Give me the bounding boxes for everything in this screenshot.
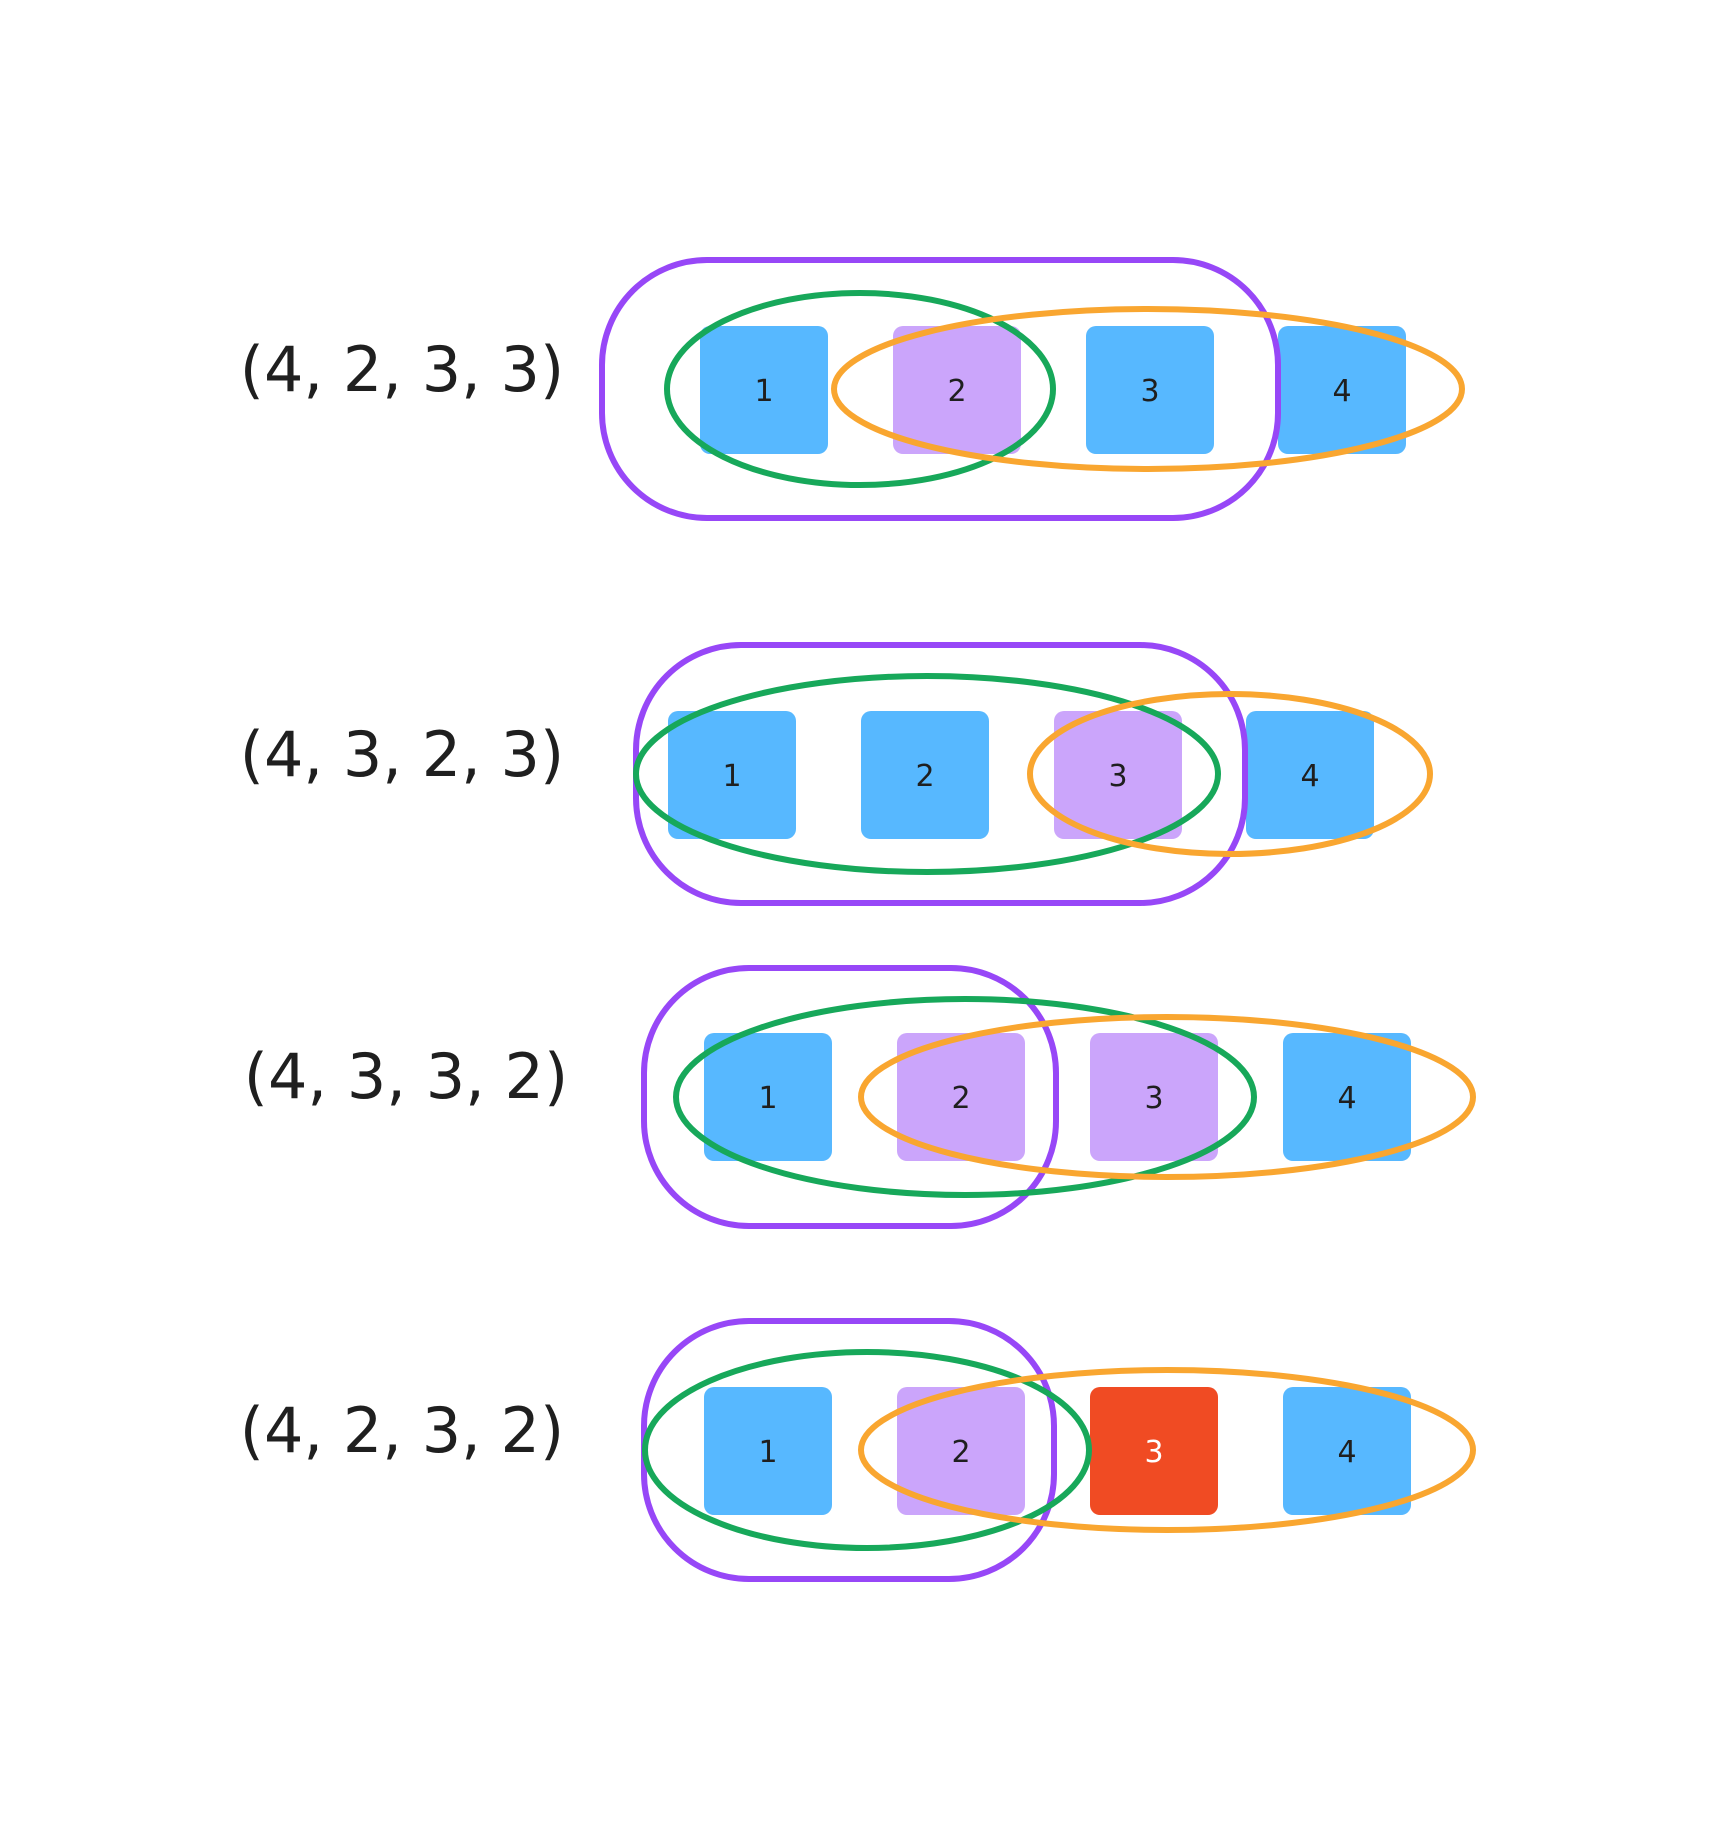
row-1-cell-2-label: 2: [947, 374, 966, 409]
row-2-cell-4-box: [1246, 711, 1374, 839]
row-2-tuple-label: (4, 3, 2, 3): [240, 718, 564, 791]
row-1-cell-1-box: [700, 326, 828, 454]
row-3-cell-4-box: [1283, 1033, 1411, 1161]
row-3-cell-3-label: 3: [1144, 1081, 1163, 1116]
row-4-cell-2-box: [897, 1387, 1025, 1515]
row-3-orange-outline: [858, 1014, 1476, 1180]
row-1-cell-3-box: [1086, 326, 1214, 454]
row-1-cell-4-label: 4: [1332, 374, 1351, 409]
row-1-green-outline: [664, 290, 1056, 488]
row-4-cell-4-box: [1283, 1387, 1411, 1515]
row-3-cell-4-label: 4: [1337, 1081, 1356, 1116]
row-4-cell-1-label: 1: [758, 1435, 777, 1470]
row-3-cell-3-box: [1090, 1033, 1218, 1161]
row-2-cell-2-label: 2: [915, 759, 934, 794]
row-2-orange-outline: [1027, 691, 1433, 857]
row-1: (4, 2, 3, 3) 1 2 3 4: [240, 257, 1465, 521]
row-2-cell-3-box: [1054, 711, 1182, 839]
row-3-cell-2-box: [897, 1033, 1025, 1161]
row-3-cell-1-box: [704, 1033, 832, 1161]
row-3-green-outline: [673, 996, 1257, 1198]
row-4-cell-4-label: 4: [1337, 1435, 1356, 1470]
row-4-cell-3-box: [1090, 1387, 1218, 1515]
row-3-cell-2-label: 2: [951, 1081, 970, 1116]
row-4: (4, 2, 3, 2) 1 2 3 4: [240, 1318, 1476, 1582]
row-4-cell-2-label: 2: [951, 1435, 970, 1470]
row-1-orange-outline: [831, 306, 1465, 472]
row-2-cell-1-label: 1: [722, 759, 741, 794]
row-2-cell-1-box: [668, 711, 796, 839]
row-2-cell-4-label: 4: [1300, 759, 1319, 794]
row-3-cell-1-label: 1: [758, 1081, 777, 1116]
row-2-cell-2-box: [861, 711, 989, 839]
row-1-cell-3-label: 3: [1140, 374, 1159, 409]
row-1-purple-outline: [599, 257, 1281, 521]
row-2-cell-3-label: 3: [1108, 759, 1127, 794]
row-3-purple-outline: [641, 965, 1059, 1229]
row-4-tuple-label: (4, 2, 3, 2): [240, 1394, 564, 1467]
row-1-cell-1-label: 1: [754, 374, 773, 409]
row-4-cell-3-label: 3: [1144, 1435, 1163, 1470]
row-4-orange-outline: [858, 1367, 1476, 1533]
row-1-tuple-label: (4, 2, 3, 3): [240, 333, 564, 406]
row-1-cell-4-box: [1278, 326, 1406, 454]
row-3-tuple-label: (4, 3, 3, 2): [244, 1040, 568, 1113]
row-3: (4, 3, 3, 2) 1 2 3 4: [244, 965, 1476, 1229]
row-1-cell-2-box: [893, 326, 1021, 454]
row-2-green-outline: [633, 673, 1221, 875]
row-2: (4, 3, 2, 3) 1 2 3 4: [240, 642, 1433, 906]
row-4-cell-1-box: [704, 1387, 832, 1515]
row-4-green-outline: [642, 1349, 1092, 1551]
